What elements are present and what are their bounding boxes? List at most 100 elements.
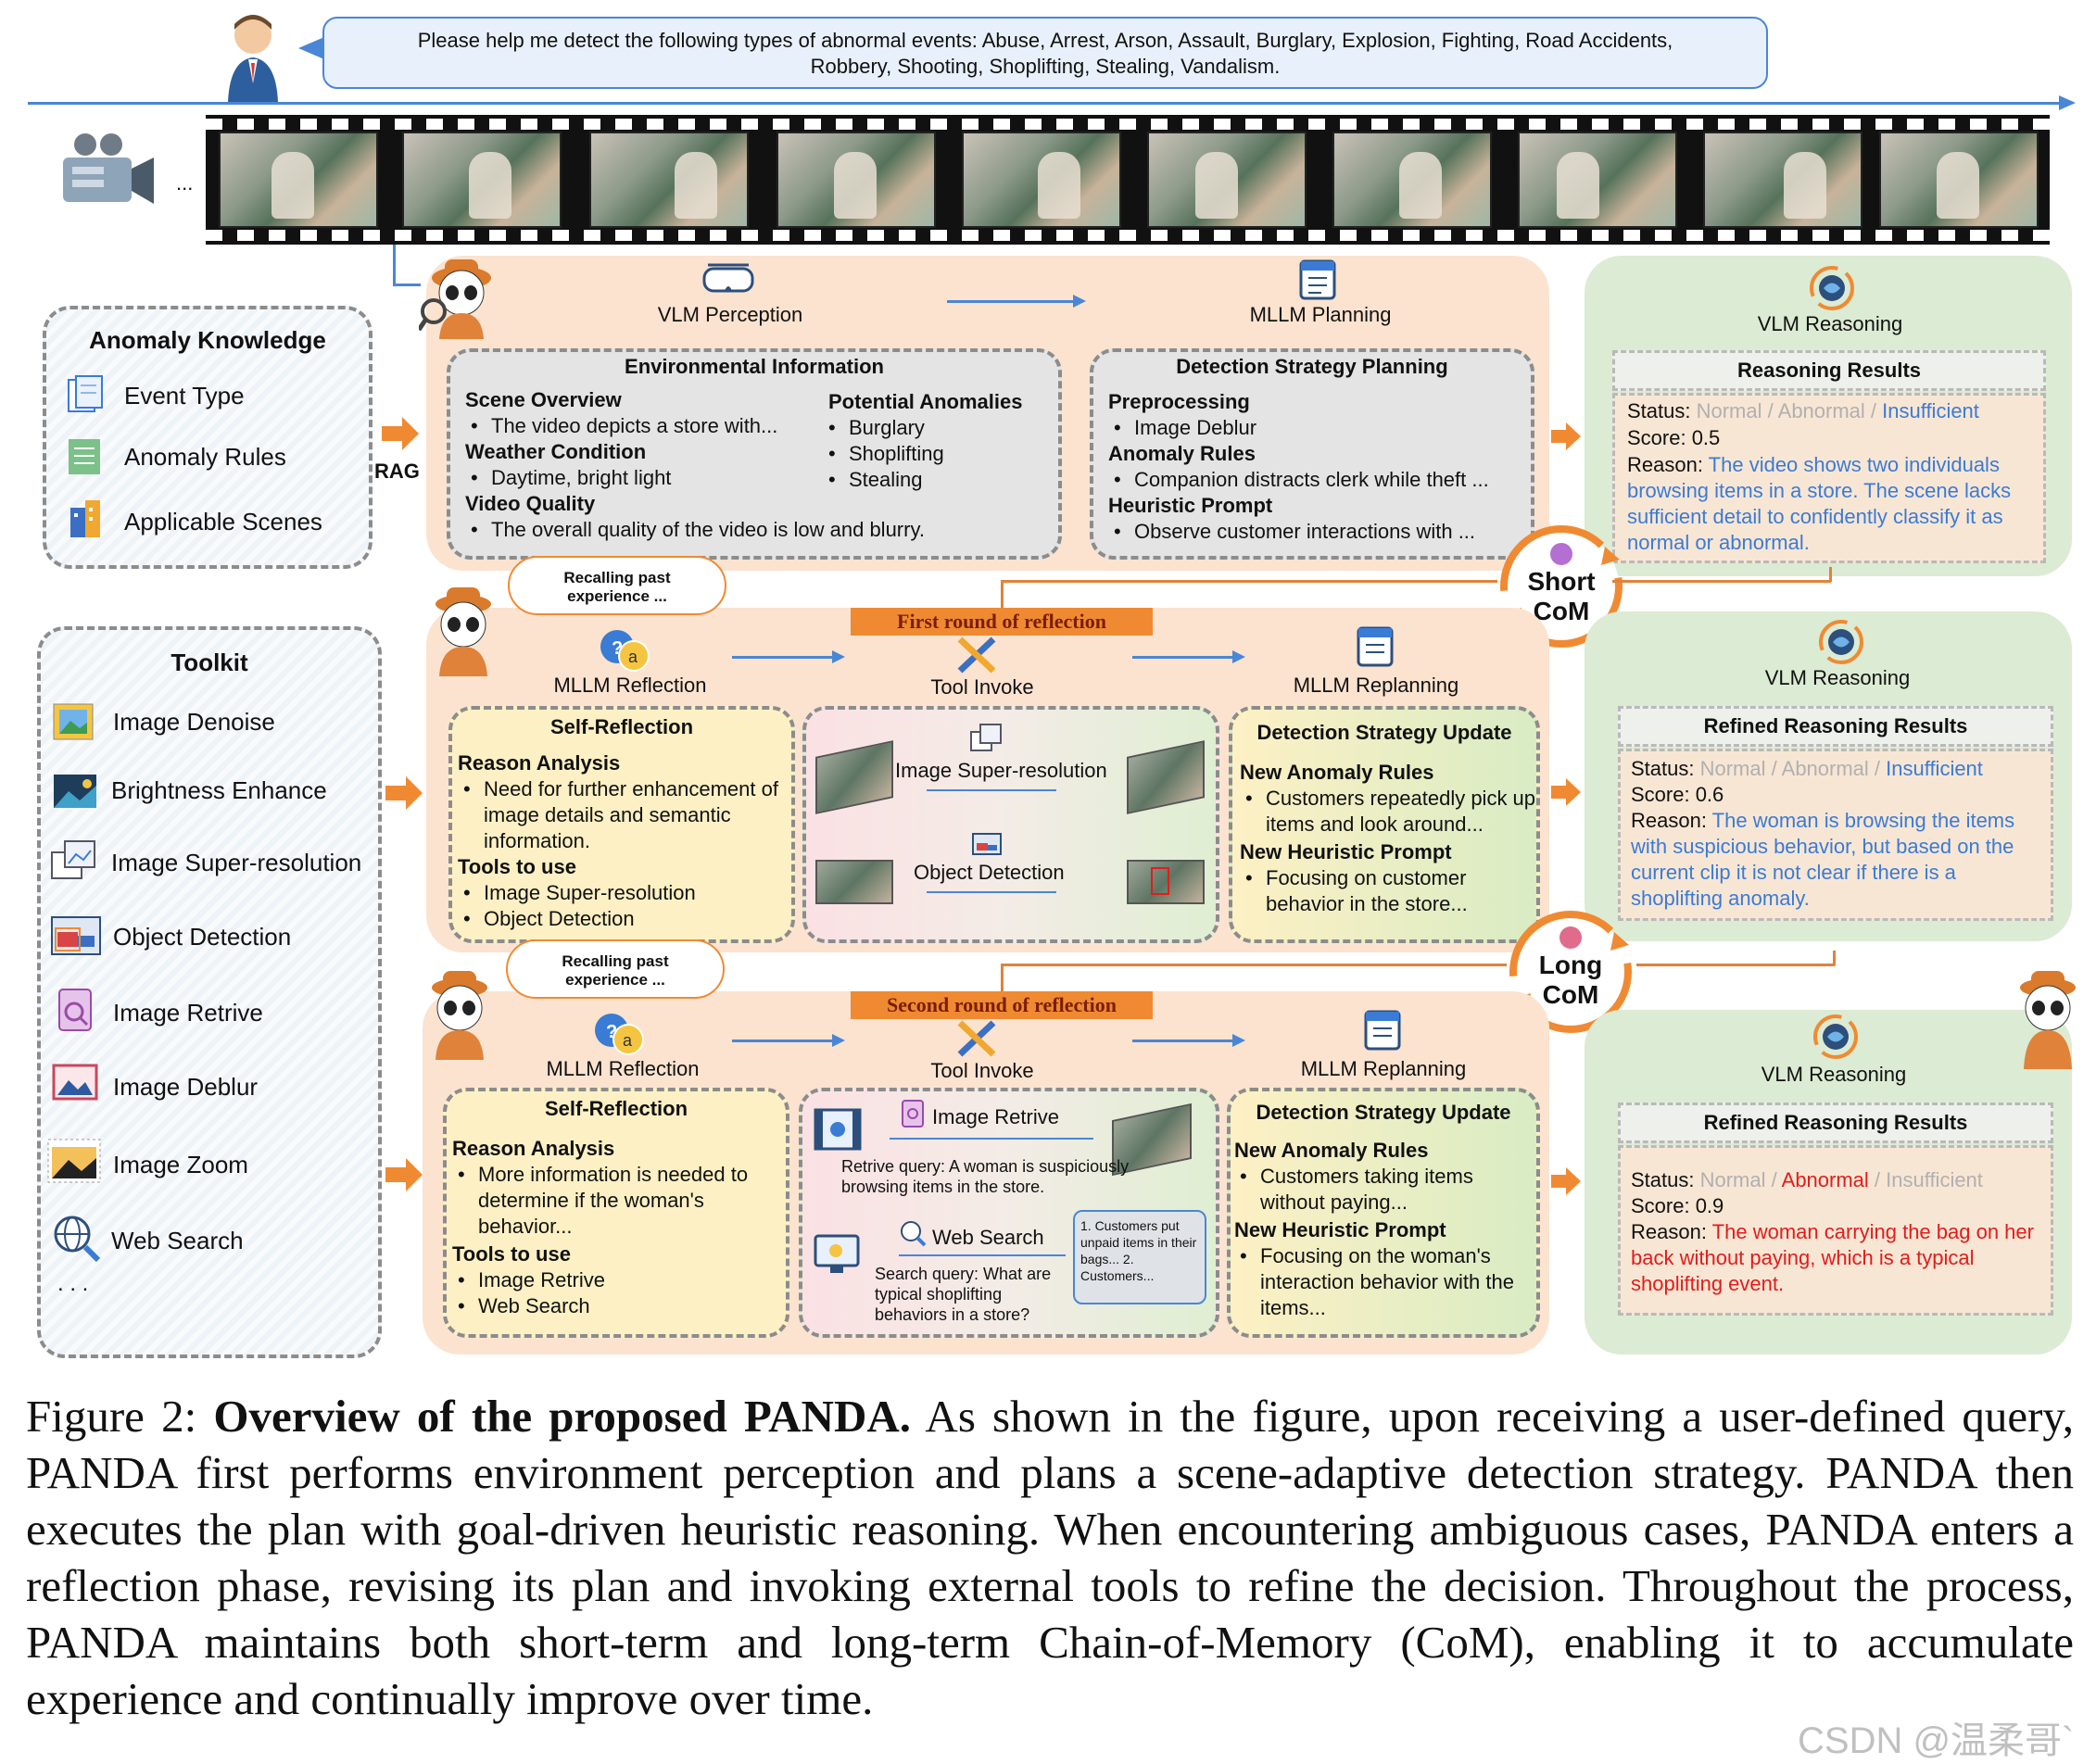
arrow-to-reasoning1-icon bbox=[1551, 422, 1581, 455]
reasoning-results-box bbox=[1612, 393, 2046, 563]
tool-object-detection-label: Object Detection bbox=[914, 861, 1065, 884]
scene-overview-heading: Scene Overview bbox=[465, 388, 622, 411]
mllm-planning-label: MLLM Planning bbox=[1249, 303, 1392, 326]
status-sep: / bbox=[1864, 399, 1883, 422]
tool-invoke-label: Tool Invoke bbox=[930, 675, 1034, 699]
rag-arrow-icon bbox=[382, 417, 419, 455]
replanning-doc-icon bbox=[1364, 1010, 1401, 1055]
mllm-reflection-label: MLLM Reflection bbox=[546, 1057, 700, 1080]
panda-detective-icon bbox=[416, 250, 499, 344]
tool-image-retrive-label: Image Retrive bbox=[932, 1105, 1059, 1128]
score-line: Score: 0.9 bbox=[1631, 1194, 1724, 1217]
video-frame bbox=[219, 132, 378, 228]
tool-item: Image Retrive bbox=[452, 1267, 778, 1293]
new-anomaly-rule-item: Customers repeatedly pick up items and l… bbox=[1240, 786, 1536, 838]
strategy-update-title: Detection Strategy Update bbox=[1256, 1101, 1511, 1124]
arrow-to-reasoning2-icon bbox=[1551, 778, 1581, 811]
vlm-reasoning-label: VLM Reasoning bbox=[1761, 1063, 1907, 1086]
potential-anomalies-list: Burglary Shoplifting Stealing bbox=[823, 415, 1027, 493]
computer-search-icon bbox=[814, 1232, 860, 1281]
video-frame bbox=[1147, 132, 1307, 228]
potential-anomaly-item: Shoplifting bbox=[823, 441, 1027, 467]
query-bubble: Please help me detect the following type… bbox=[322, 17, 1768, 89]
svg-text:a: a bbox=[623, 1031, 633, 1050]
feedback-line bbox=[1833, 951, 1836, 965]
tool-item: Image Super-resolution bbox=[458, 880, 784, 906]
heuristic-prompt-heading: Heuristic Prompt bbox=[1108, 494, 1273, 517]
reason-label: Reason: bbox=[1631, 1220, 1707, 1243]
arrow-head bbox=[1232, 650, 1245, 663]
reason-block: Reason: The woman is browsing the items … bbox=[1631, 808, 2048, 912]
toolkit-box: Toolkit bbox=[37, 626, 382, 1358]
query-line-1: Please help me detect the following type… bbox=[417, 29, 1673, 52]
tools-icon bbox=[954, 634, 1001, 681]
status-sep: / bbox=[1761, 399, 1778, 422]
watermark: CSDN @温柔哥` bbox=[1798, 1720, 2075, 1761]
anomaly-knowledge-title: Anomaly Knowledge bbox=[89, 326, 326, 354]
arrow bbox=[1132, 1040, 1234, 1042]
brain-icon bbox=[1818, 619, 1864, 670]
status-abnormal: Abnormal bbox=[1777, 399, 1865, 422]
mllm-reflection-label: MLLM Reflection bbox=[553, 674, 707, 697]
video-quality-item: The overall quality of the video is low … bbox=[465, 517, 1058, 543]
preprocessing-item: Image Deblur bbox=[1108, 415, 1516, 441]
weather-heading: Weather Condition bbox=[465, 440, 647, 463]
event-type-label: Event Type bbox=[124, 382, 245, 410]
panda-thinking-icon bbox=[423, 967, 497, 1065]
feedback-line bbox=[1001, 964, 1004, 991]
status-normal: Normal bbox=[1699, 757, 1766, 780]
potential-anomalies-heading: Potential Anomalies bbox=[828, 390, 1023, 413]
image-denoise-icon bbox=[52, 702, 95, 746]
new-anomaly-rules-heading: New Anomaly Rules bbox=[1240, 761, 1434, 784]
status-line: Status: Normal / Abnormal / Insufficient bbox=[1627, 398, 1979, 424]
score-line: Score: 0.6 bbox=[1631, 783, 1724, 806]
vlm-reasoning-label: VLM Reasoning bbox=[1764, 666, 1911, 689]
vr-glasses-icon bbox=[702, 263, 754, 299]
score-line: Score: 0.5 bbox=[1627, 426, 1721, 449]
reason-analysis-list: Need for further enhancement of image de… bbox=[458, 776, 784, 854]
image-super-resolution-label: Image Super-resolution bbox=[111, 849, 362, 876]
reflection-icon: ?a bbox=[593, 1012, 645, 1061]
short-com-line1: Short bbox=[1527, 567, 1596, 596]
status-insufficient: Insufficient bbox=[1886, 757, 1983, 780]
new-anomaly-rules-heading: New Anomaly Rules bbox=[1234, 1139, 1429, 1162]
weather-item: Daytime, bright light bbox=[465, 465, 836, 491]
brightness-enhance-label: Brightness Enhance bbox=[111, 776, 327, 804]
arrow-head bbox=[832, 650, 845, 663]
video-frame bbox=[1703, 132, 1862, 228]
reason-block: Reason: The woman carrying the bag on he… bbox=[1631, 1219, 2048, 1297]
object-detection-small-icon bbox=[971, 832, 1003, 861]
video-frame bbox=[1518, 132, 1677, 228]
web-search-label: Web Search bbox=[111, 1227, 244, 1254]
strategy-planning-title: Detection Strategy Planning bbox=[1176, 355, 1448, 378]
super-resolution-small-icon bbox=[969, 723, 1003, 757]
arrow bbox=[890, 1138, 1093, 1140]
caption-prefix: Figure 2: bbox=[26, 1391, 214, 1442]
new-heuristic-item: Focusing on the woman's interaction beha… bbox=[1234, 1243, 1538, 1321]
new-anomaly-rule-item: Customers taking items without paying... bbox=[1234, 1164, 1538, 1216]
preprocessing-heading: Preprocessing bbox=[1108, 390, 1250, 413]
svg-text:a: a bbox=[628, 648, 638, 666]
caption-text: As shown in the figure, upon receiving a… bbox=[26, 1391, 2074, 1724]
web-search-small-icon bbox=[899, 1219, 927, 1252]
arrow bbox=[927, 789, 1056, 791]
anomaly-rules-list: Companion distracts clerk while theft ..… bbox=[1108, 467, 1534, 493]
heuristic-prompt-item: Observe customer interactions with ... bbox=[1108, 519, 1534, 545]
reflection-icon: ?a bbox=[599, 628, 650, 677]
new-anomaly-rules-list: Customers repeatedly pick up items and l… bbox=[1240, 786, 1536, 838]
tools-to-use-heading: Tools to use bbox=[458, 855, 576, 878]
status-sep: / bbox=[1868, 757, 1887, 780]
image-deblur-label: Image Deblur bbox=[113, 1073, 259, 1101]
new-heuristic-heading: New Heuristic Prompt bbox=[1234, 1218, 1446, 1241]
arrow-to-row3-icon bbox=[385, 1158, 423, 1196]
reason-text: The woman carrying the bag on her back w… bbox=[1631, 1220, 2034, 1295]
feedback-line bbox=[1636, 964, 1835, 966]
tool-item: Object Detection bbox=[458, 906, 784, 932]
anomaly-knowledge-box: Anomaly Knowledge Event Type Anomaly Rul… bbox=[43, 306, 372, 569]
status-label: Status: bbox=[1631, 757, 1695, 780]
feedback-line bbox=[1001, 964, 1507, 966]
reason-text: The video shows two individuals browsing… bbox=[1627, 453, 2012, 554]
